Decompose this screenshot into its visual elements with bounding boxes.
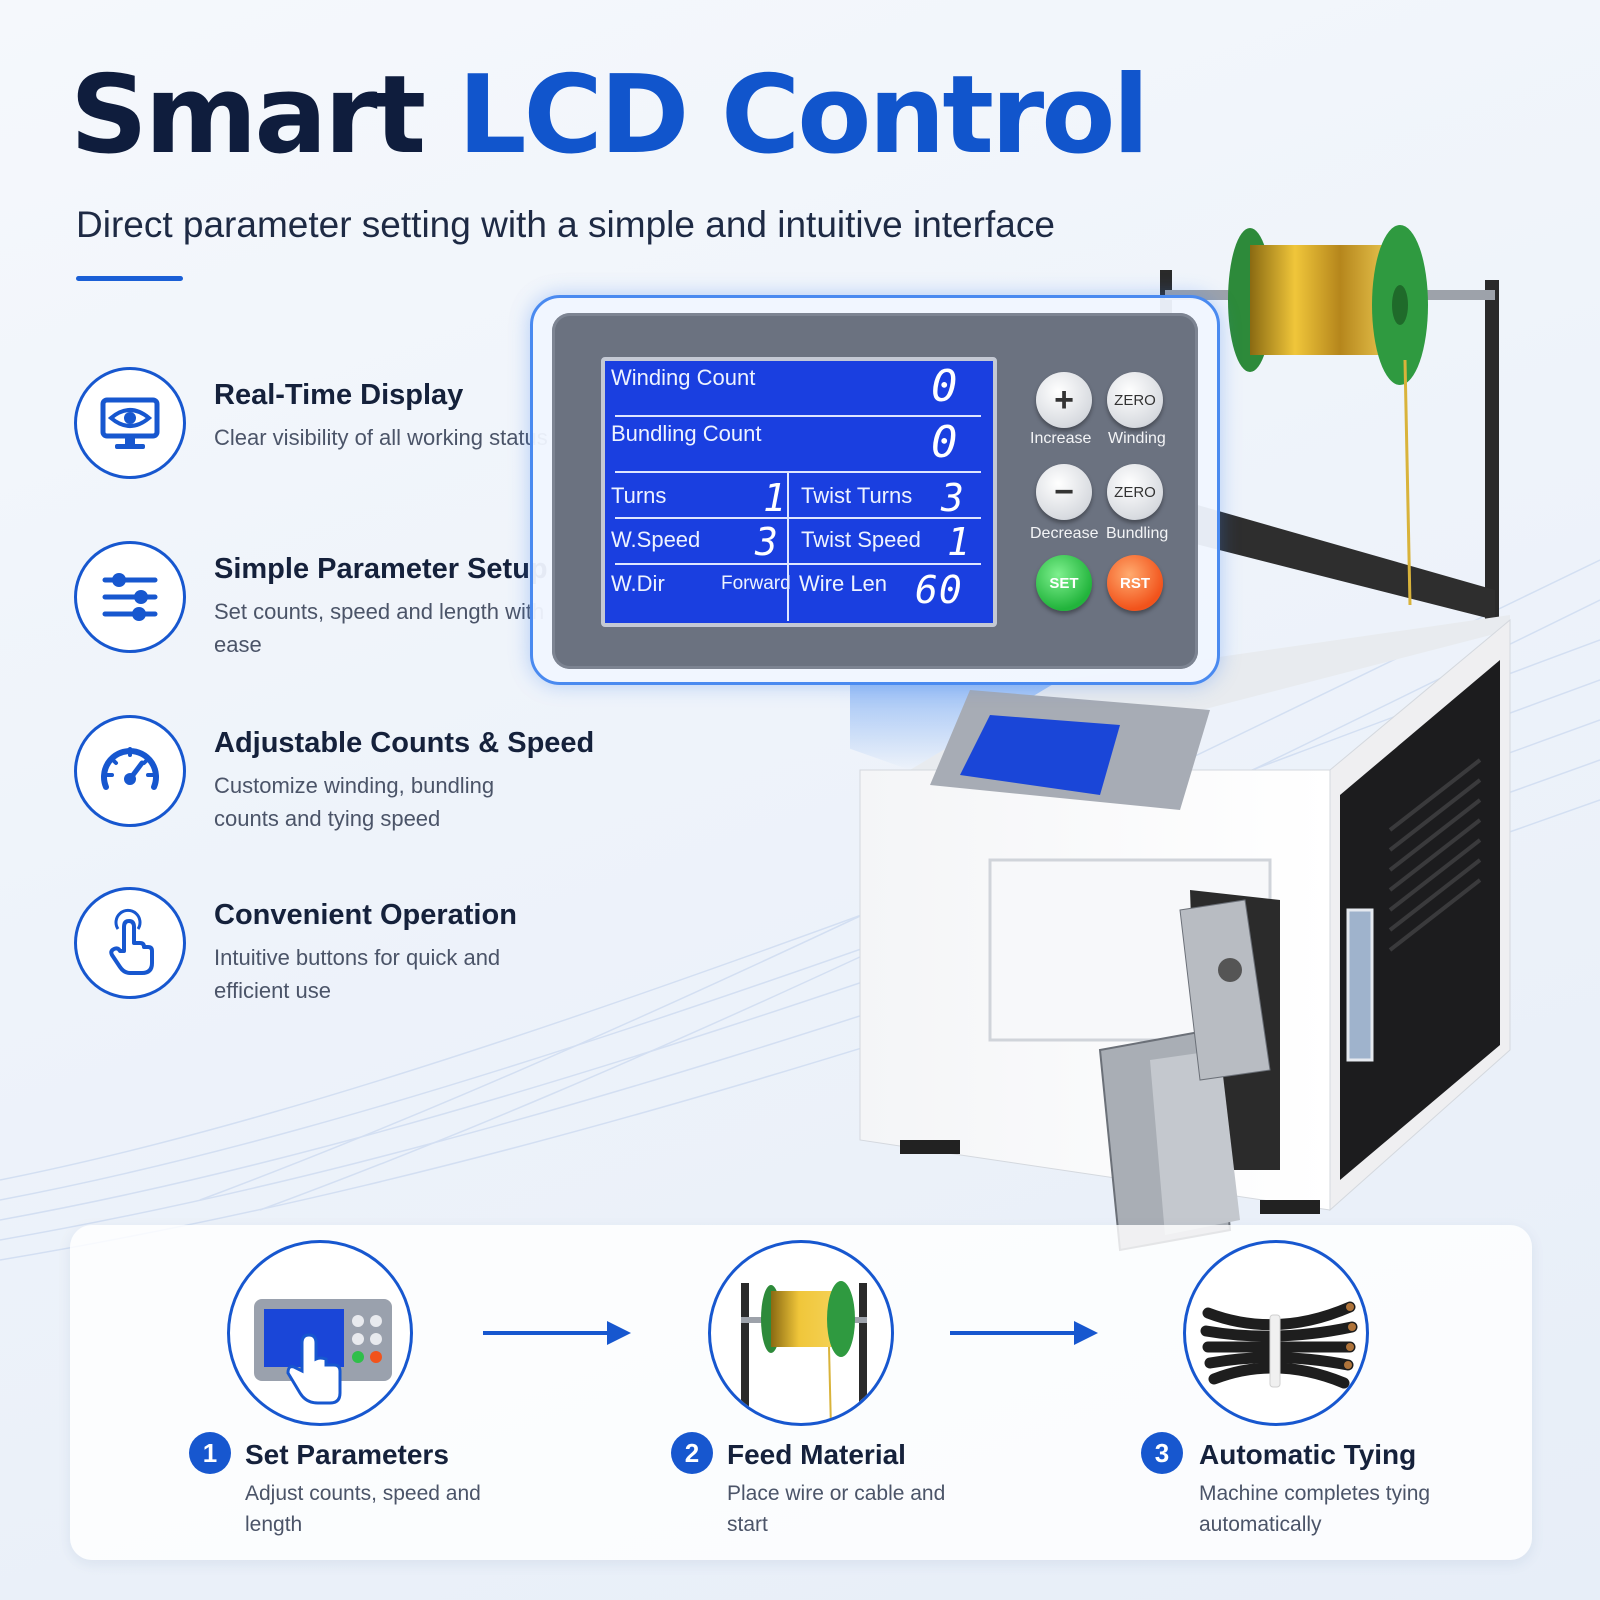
feature-title: Real-Time Display [214,379,464,411]
wspeed-label: W.Speed [611,527,701,552]
step-2-number: 2 [671,1432,713,1474]
set-button[interactable]: SET [1036,555,1092,611]
feature-adjustable-counts-speed: Adjustable Counts & Speed Customize wind… [74,715,594,831]
step-3-title: Automatic Tying [1199,1439,1417,1470]
twist-speed-label: Twist Speed [801,527,921,552]
step-2-image [708,1240,894,1426]
increase-caption: Increase [1030,430,1092,447]
increase-button[interactable]: + [1036,372,1092,428]
lcd-divider [615,415,981,417]
step-1-number: 1 [189,1432,231,1474]
feature-title: Simple Parameter Setup [214,553,548,585]
feature-description: Clear visibility of all working status [214,425,548,450]
step-3-description: Machine completes tying automatically [1199,1482,1431,1536]
title-underline [76,276,183,281]
wdir-value: Forward [721,573,791,594]
winding-count-label: Winding Count [611,365,756,390]
lcd-screen: Winding Count 0 Bundling Count 0 Turns 1… [601,357,997,627]
lcd-divider [615,517,981,519]
step-3-image [1183,1240,1369,1426]
feature-real-time-display: Real-Time Display Clear visibility of al… [74,367,574,482]
wdir-label: W.Dir [611,571,665,596]
wire-len-value: 60 [915,568,963,612]
step-1-title: Set Parameters [245,1439,449,1470]
bundling-machine-illustration [850,225,1511,1252]
step-2-description: Place wire or cable and start [727,1482,946,1536]
arrow-right-icon [950,1321,1098,1345]
winding-count-value: 0 [931,361,959,412]
page-title: Smart LCD Control [70,62,1149,170]
rst-button[interactable]: RST [1107,555,1163,611]
feature-title: Adjustable Counts & Speed [214,727,595,759]
speedometer-icon [74,715,186,827]
arrow-right-icon [483,1321,631,1345]
wspeed-value: 3 [755,520,779,564]
turns-label: Turns [611,483,667,508]
feature-title: Convenient Operation [214,899,517,931]
step-1-description: Adjust counts, speed and length [245,1482,481,1536]
feature-simple-parameter-setup: Simple Parameter Setup Set counts, speed… [74,541,574,657]
winding-caption: Winding [1108,430,1166,447]
step-1-image [227,1240,413,1426]
decrease-button[interactable]: − [1036,464,1092,520]
bundling-count-label: Bundling Count [611,421,762,446]
hand-touch-icon [74,887,186,999]
step-3-number: 3 [1141,1432,1183,1474]
lcd-divider [615,563,981,565]
feature-description: Set counts, speed and length with ease [214,599,545,657]
turns-value: 1 [763,476,787,520]
bundling-caption: Bundling [1106,525,1169,542]
zero-bundling-button[interactable]: ZERO [1107,464,1163,520]
title-part-lcd-control: LCD Control [457,53,1150,178]
monitor-eye-icon [74,367,186,479]
page-subtitle: Direct parameter setting with a simple a… [76,204,1055,245]
bundling-count-value: 0 [931,417,959,468]
twist-turns-label: Twist Turns [801,483,913,508]
lcd-divider [615,471,981,473]
sliders-icon [74,541,186,653]
title-part-smart: Smart [70,53,426,178]
zero-winding-button[interactable]: ZERO [1107,372,1163,428]
step-2-title: Feed Material [727,1439,906,1470]
feature-description: Customize winding, bundling counts and t… [214,773,495,831]
wire-len-label: Wire Len [799,571,888,596]
decrease-caption: Decrease [1030,525,1099,542]
twist-speed-value: 1 [947,520,971,564]
feature-convenient-operation: Convenient Operation Intuitive buttons f… [74,887,574,1003]
lcd-column-divider [787,471,789,621]
feature-description: Intuitive buttons for quick and efficien… [214,945,501,1003]
twist-turns-value: 3 [941,476,965,520]
